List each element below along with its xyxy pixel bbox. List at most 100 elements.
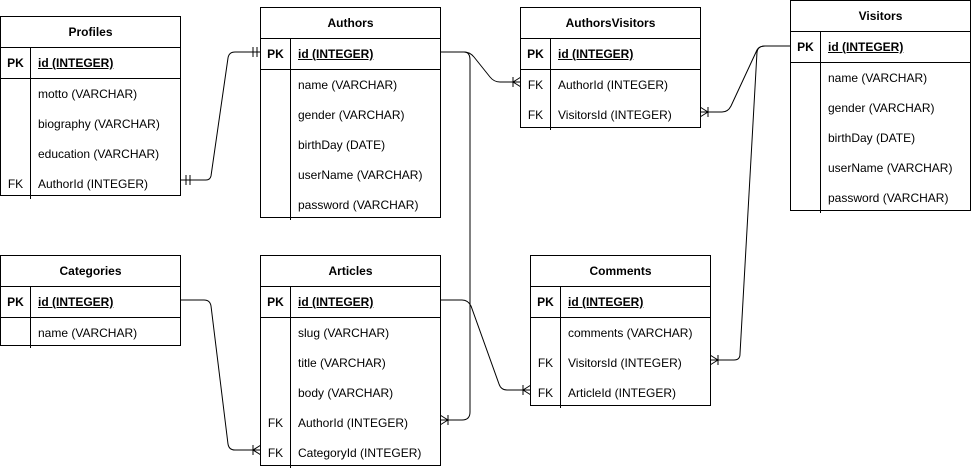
key-label: PK: [261, 39, 291, 69]
entity-title: Authors: [261, 8, 440, 39]
field-label: VisitorsId (INTEGER): [558, 108, 672, 122]
many-marker: [709, 354, 719, 361]
field-label: userName (VARCHAR): [828, 161, 953, 175]
table-row: userName (VARCHAR): [261, 160, 440, 190]
table-row: comments (VARCHAR): [531, 318, 710, 348]
table-row: PK id (INTEGER): [531, 287, 710, 318]
entity-comments[interactable]: Comments PK id (INTEGER) comments (VARCH…: [530, 255, 711, 408]
edge-profiles-authors: [180, 51, 261, 181]
field-label: AuthorId (INTEGER): [298, 416, 409, 430]
key-label: [791, 63, 821, 93]
table-row: slug (VARCHAR): [261, 318, 440, 348]
many-marker: [709, 359, 719, 366]
key-label: [261, 160, 291, 190]
field-label: biography (VARCHAR): [38, 117, 160, 131]
entity-title: AuthorsVisitors: [521, 8, 700, 39]
table-row: FK AuthorId (INTEGER): [261, 408, 440, 438]
field-label: id (INTEGER): [298, 295, 374, 309]
table-row: birthDay (DATE): [791, 123, 970, 153]
many-marker: [512, 81, 522, 88]
many-marker: [439, 419, 449, 426]
key-label: FK: [261, 438, 291, 468]
entity-categories[interactable]: Categories PK id (INTEGER) name (VARCHAR…: [0, 255, 181, 348]
many-marker: [522, 384, 532, 391]
field-label: comments (VARCHAR): [568, 326, 693, 340]
table-row: education (VARCHAR): [1, 139, 180, 169]
field-label: userName (VARCHAR): [298, 168, 423, 182]
field-label: name (VARCHAR): [828, 71, 928, 85]
key-label: PK: [261, 287, 291, 317]
table-row: title (VARCHAR): [261, 348, 440, 378]
table-row: PK id (INTEGER): [791, 32, 970, 63]
field-label: birthDay (DATE): [828, 131, 916, 145]
table-row: biography (VARCHAR): [1, 109, 180, 139]
entity-title: Profiles: [1, 17, 180, 48]
table-row: PK id (INTEGER): [1, 48, 180, 79]
table-row: gender (VARCHAR): [261, 100, 440, 130]
edge-articles-comments: [440, 299, 531, 391]
key-label: PK: [791, 32, 821, 62]
key-label: [791, 183, 821, 213]
table-row: password (VARCHAR): [261, 190, 440, 220]
field-label: id (INTEGER): [568, 295, 644, 309]
edge-articles-authors: [440, 51, 471, 421]
field-label: ArticleId (INTEGER): [568, 386, 677, 400]
key-label: PK: [531, 287, 561, 317]
table-row: PK id (INTEGER): [261, 39, 440, 70]
entity-visitors[interactable]: Visitors PK id (INTEGER) name (VARCHAR) …: [790, 0, 971, 213]
key-label: [531, 318, 561, 348]
key-label: [261, 318, 291, 348]
edge-comments-visitors: [710, 45, 766, 361]
key-label: FK: [261, 408, 291, 438]
entity-title: Comments: [531, 256, 710, 287]
many-marker: [522, 389, 532, 396]
key-label: [261, 130, 291, 160]
key-label: PK: [521, 39, 551, 69]
entity-title: Categories: [1, 256, 180, 287]
field-label: gender (VARCHAR): [828, 101, 935, 115]
key-label: [261, 100, 291, 130]
table-row: name (VARCHAR): [261, 70, 440, 100]
key-label: PK: [1, 48, 31, 78]
entity-title: Visitors: [791, 1, 970, 32]
table-row: FK VisitorsId (INTEGER): [531, 348, 710, 378]
table-row: PK id (INTEGER): [1, 287, 180, 318]
field-label: id (INTEGER): [38, 56, 114, 70]
table-row: gender (VARCHAR): [791, 93, 970, 123]
table-row: FK CategoryId (INTEGER): [261, 438, 440, 468]
entity-articles[interactable]: Articles PK id (INTEGER) slug (VARCHAR) …: [260, 255, 441, 468]
key-label: FK: [1, 169, 31, 199]
field-label: id (INTEGER): [38, 295, 114, 309]
key-label: [791, 123, 821, 153]
edge-authorsvisitors-visitors: [700, 45, 791, 113]
field-label: name (VARCHAR): [38, 326, 138, 340]
key-label: [1, 79, 31, 109]
field-label: CategoryId (INTEGER): [298, 446, 422, 460]
field-label: title (VARCHAR): [298, 356, 386, 370]
field-label: gender (VARCHAR): [298, 108, 405, 122]
field-label: id (INTEGER): [558, 47, 634, 61]
field-label: education (VARCHAR): [38, 147, 160, 161]
field-label: AuthorId (INTEGER): [558, 78, 669, 92]
entity-authors[interactable]: Authors PK id (INTEGER) name (VARCHAR) g…: [260, 7, 441, 220]
field-label: slug (VARCHAR): [298, 326, 390, 340]
key-label: [791, 93, 821, 123]
table-row: userName (VARCHAR): [791, 153, 970, 183]
key-label: FK: [521, 100, 551, 130]
many-marker: [699, 111, 709, 118]
key-label: FK: [531, 378, 561, 408]
field-label: body (VARCHAR): [298, 386, 394, 400]
edge-authors-authorsvisitors: [440, 51, 521, 83]
key-label: FK: [531, 348, 561, 378]
table-row: body (VARCHAR): [261, 378, 440, 408]
key-label: PK: [1, 287, 31, 317]
entity-title: Articles: [261, 256, 440, 287]
table-row: name (VARCHAR): [791, 63, 970, 93]
many-marker: [252, 444, 262, 451]
key-label: [1, 139, 31, 169]
table-row: motto (VARCHAR): [1, 79, 180, 109]
entity-profiles[interactable]: Profiles PK id (INTEGER) motto (VARCHAR)…: [0, 16, 181, 199]
edge-categories-articles: [180, 299, 261, 451]
entity-authorsvisitors[interactable]: AuthorsVisitors PK id (INTEGER) FK Autho…: [520, 7, 701, 130]
